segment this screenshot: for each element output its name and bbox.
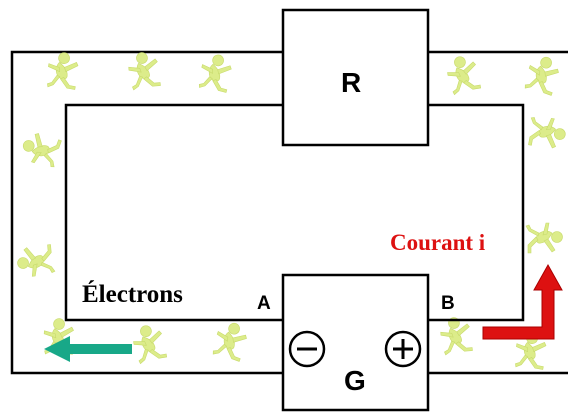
resistor-label: R — [341, 67, 361, 98]
electrons-label: Électrons — [82, 280, 183, 308]
terminal-b-label: B — [441, 293, 455, 314]
current-flow-arrow — [482, 263, 563, 340]
terminal-a-label: A — [257, 293, 271, 314]
resistor-box — [281, 8, 430, 147]
outer-band-border — [10, 50, 568, 375]
inner-wire — [64, 103, 525, 322]
current-label: Courant i — [390, 230, 486, 255]
electron-flow-arrow — [44, 336, 132, 362]
generator-label: G — [344, 365, 366, 396]
